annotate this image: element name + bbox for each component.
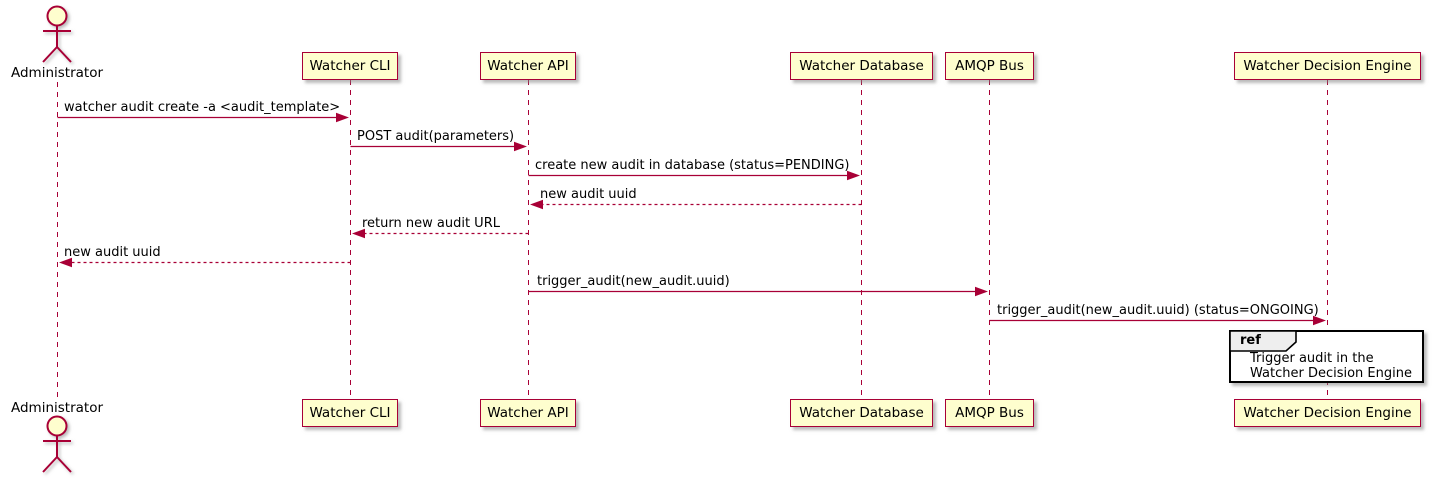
message-label-return-audit-url: return new audit URL	[362, 216, 500, 231]
participant-top-amqp-bus: AMQP Bus	[945, 52, 1034, 80]
ref-content-line: Trigger audit in the	[1250, 351, 1374, 366]
ref-content-line: Watcher Decision Engine	[1250, 366, 1412, 381]
participant-label: Watcher Decision Engine	[1243, 405, 1412, 421]
message-label-new-audit-uuid-db: new audit uuid	[540, 187, 637, 202]
participant-label: Watcher Database	[799, 405, 924, 421]
message-label-audit-create: watcher audit create -a <audit_template>	[64, 100, 341, 115]
participant-top-watcher-database: Watcher Database	[790, 52, 933, 80]
participant-top-watcher-cli: Watcher CLI	[302, 52, 398, 80]
participant-label: Watcher CLI	[309, 58, 391, 74]
participant-bottom-watcher-api: Watcher API	[480, 399, 576, 427]
message-label-new-audit-uuid-cli: new audit uuid	[64, 245, 161, 260]
message-arrow-8	[989, 315, 1326, 326]
participant-label: Watcher API	[487, 58, 569, 74]
actor-label-administrator-top: Administrator	[10, 65, 104, 81]
participant-bottom-amqp-bus: AMQP Bus	[945, 399, 1034, 427]
message-arrow-7	[528, 286, 988, 297]
participant-label: AMQP Bus	[955, 58, 1024, 74]
participant-top-watcher-api: Watcher API	[480, 52, 576, 80]
participant-label: Watcher API	[487, 405, 569, 421]
ref-tag-shape	[1229, 330, 1297, 352]
administrator-actor-top-icon	[42, 5, 72, 63]
message-label-trigger-audit-ongoing: trigger_audit(new_audit.uuid) (status=ON…	[997, 303, 1319, 318]
participant-bottom-watcher-cli: Watcher CLI	[302, 399, 398, 427]
ref-tag-label: ref	[1240, 333, 1261, 348]
actor-label-administrator-bottom: Administrator	[10, 400, 104, 416]
administrator-actor-bottom-icon	[42, 415, 72, 473]
message-arrow-5	[352, 228, 529, 239]
participant-label: Watcher Decision Engine	[1243, 58, 1412, 74]
participant-label: AMQP Bus	[955, 405, 1024, 421]
message-arrow-4	[530, 199, 862, 210]
message-label-post-audit: POST audit(parameters)	[357, 129, 515, 144]
participant-bottom-watcher-database: Watcher Database	[790, 399, 933, 427]
message-arrow-1	[57, 112, 349, 123]
participant-bottom-watcher-decision-engine: Watcher Decision Engine	[1234, 399, 1421, 427]
participant-label: Watcher CLI	[309, 405, 391, 421]
ref-content: Trigger audit in the Watcher Decision En…	[1250, 351, 1412, 381]
participant-top-watcher-decision-engine: Watcher Decision Engine	[1234, 52, 1421, 80]
message-label-trigger-audit: trigger_audit(new_audit.uuid)	[537, 274, 730, 289]
message-arrow-6	[59, 257, 351, 268]
ref-fragment: ref Trigger audit in the Watcher Decisio…	[1229, 330, 1424, 383]
participant-label: Watcher Database	[799, 58, 924, 74]
message-arrow-3	[528, 170, 860, 181]
message-label-create-audit-db: create new audit in database (status=PEN…	[535, 158, 850, 173]
message-arrow-2	[350, 141, 527, 152]
